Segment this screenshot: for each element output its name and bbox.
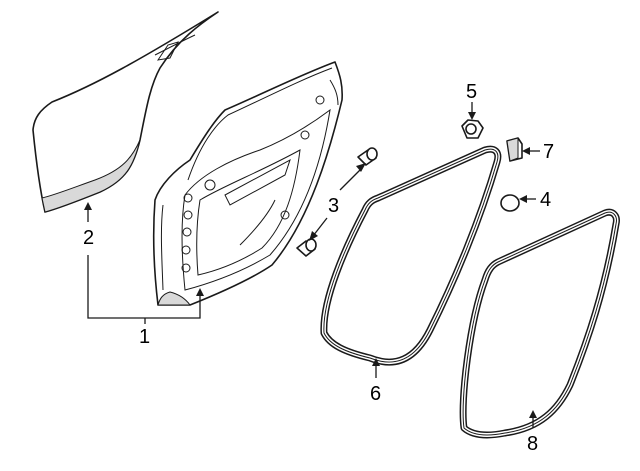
leader-lines <box>84 102 540 428</box>
callout-3: 3 <box>328 195 339 217</box>
grommet <box>500 194 520 212</box>
bracket <box>506 137 523 162</box>
callout-8: 8 <box>527 433 538 455</box>
door-shell <box>152 61 343 306</box>
clip-nut <box>461 119 484 139</box>
hinge-plug-upper <box>357 147 378 166</box>
callout-7: 7 <box>543 141 554 163</box>
door-seal-6 <box>320 145 502 366</box>
callout-6: 6 <box>370 383 381 405</box>
callout-5: 5 <box>466 81 477 103</box>
callout-1: 1 <box>139 326 150 348</box>
hinge-plug-lower <box>296 238 317 257</box>
callout-2: 2 <box>83 227 94 249</box>
door-outer-panel <box>32 11 219 213</box>
door-seal-8 <box>459 208 620 439</box>
callout-4: 4 <box>540 189 551 211</box>
